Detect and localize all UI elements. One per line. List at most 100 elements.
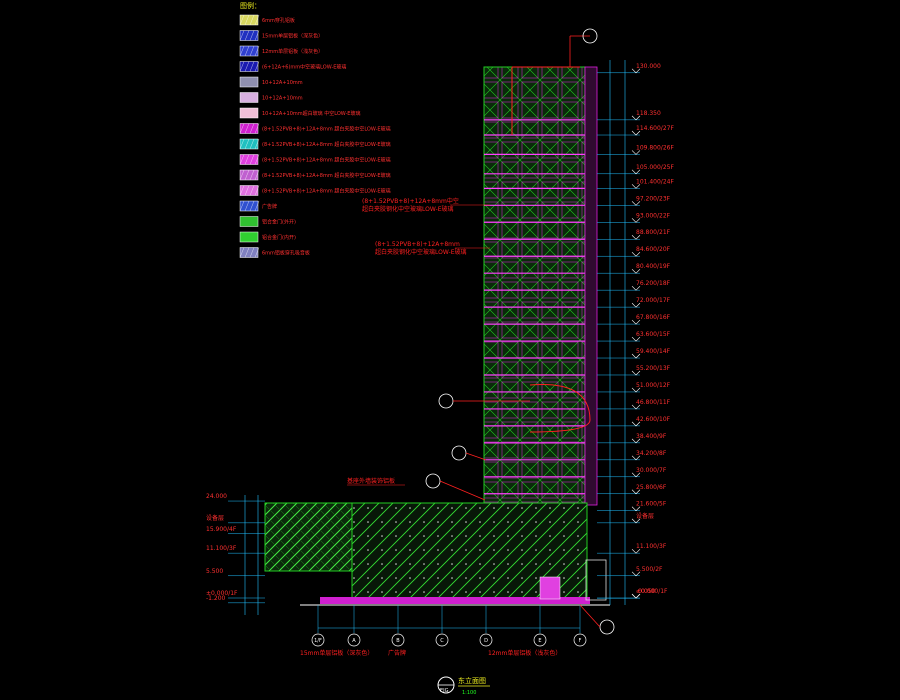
level-label: 130.000 [636,63,661,70]
legend-label: 广告牌 [262,203,277,210]
level-marker: 59.400/14F [597,348,671,359]
grid-axis-bubble [347,633,361,647]
grid-axis-bubble [573,633,587,647]
level-marker: 84.600/20F [597,246,671,257]
legend-swatch [239,61,259,72]
legend-swatch [239,200,259,212]
level-marker: 97.200/23F [597,195,671,206]
legend-swatch [239,123,259,134]
level-marker: 72.000/17F [597,297,671,308]
level-label: 设备层 [206,514,224,522]
level-label: 设备层 [636,512,654,520]
legend-label: 10+12A+10mm超白玻璃 中空LOW-E玻璃 [262,110,360,117]
level-marker: 设备层 [206,514,265,524]
level-marker: 51.000/12F [597,382,671,393]
legend: 图例： 6mm穿孔铝板 15mm单层铝板（深灰色） 12mm单层铝板（浅灰色） (6+… [239,1,391,258]
note-bottom-1: 15mm单层铝板（深灰色） [300,649,373,657]
drawing-scale: 1:100 [462,690,476,696]
note-tower-2: (8+1.52PVB+8)+12A+8mm [375,241,460,248]
legend-swatch [239,76,259,88]
legend-label: (8+1.52PVB+8)+12A+8mm 超白夹胶中空LOW-E玻璃 [262,141,391,148]
level-label: 59.400/14F [636,348,671,355]
grid-axis: C [435,605,449,647]
grid-axis: D [479,605,493,647]
legend-label: (6+12A+6)mm中空玻璃LOW-E玻璃 [262,64,346,71]
legend-label: 15mm单层铝板（深灰色） [262,33,323,40]
level-label: 80.400/19F [636,263,671,270]
level-label: 11.100/3F [206,545,237,552]
level-marker: 105.000/25F [597,164,674,175]
level-label: 84.600/20F [636,246,671,253]
note-tower-2b: 超白夹胶钢化中空玻璃LOW-E玻璃 [375,248,467,256]
level-label: 5.500/2F [636,566,663,573]
podium-base-band [320,597,590,604]
legend-item: 铝合金门(内开) [239,231,296,243]
podium [264,502,610,606]
level-label: 118.350 [636,110,661,117]
level-label: ±0.000/1F [206,590,238,597]
level-label: 63.600/15F [636,331,671,338]
level-marker: ±0.000/1F [597,588,668,599]
grid-axis-bubble [311,633,325,647]
grid-axis-bubble [435,633,449,647]
level-label: 93.000/22F [636,212,671,219]
level-marker: -1.200 [206,595,265,604]
legend-items: 6mm穿孔铝板 15mm单层铝板（深灰色） 12mm单层铝板（浅灰色） (6+12A+… [239,14,391,258]
level-marker: 114.600/27F [597,125,674,136]
level-label: -0.050 [636,588,656,595]
level-label: 114.600/27F [636,125,674,132]
level-label: ±0.000/1F [636,588,668,595]
level-marker: 46.800/11F [597,399,671,410]
legend-title: 图例： [240,1,261,10]
callout-podium [425,473,486,501]
legend-swatch [239,154,259,165]
level-marker: 55.200/13F [597,365,671,376]
grid-axis-label: C [440,638,444,644]
level-label: 109.800/26F [636,144,674,151]
level-marker: 88.800/21F [597,229,671,240]
level-marker: 15.900/4F [206,526,265,535]
legend-item: 6mm铝板穿孔吸音板 [239,247,310,258]
tower-right-strip [584,66,598,506]
level-label: 24.000 [206,493,227,500]
levels-right: 130.000 118.350 114.600/27F 109.800/26F 105.… [597,60,674,605]
legend-label: 铝合金门(外开) [262,219,296,226]
legend-swatch [239,169,259,181]
grid-axis-label: D [484,638,488,644]
legend-label: 12mm单层铝板（浅灰色） [262,48,323,55]
note-tower-1b: 超白夹胶钢化中空玻璃LOW-E玻璃 [362,205,454,213]
legend-label: (8+1.52PVB+8)+12A+8mm 超白夹胶中空LOW-E玻璃 [262,188,391,195]
level-marker: ±0.000/1F [206,590,265,599]
level-marker: 5.500 [206,568,265,577]
level-label: 46.800/11F [636,399,671,406]
grid-axis-bubble [533,633,547,647]
grid-axis: E [533,605,547,647]
level-marker: 25.800/6F [597,484,667,495]
level-label: 105.000/25F [636,164,674,171]
level-marker: 109.800/26F [597,144,674,155]
level-marker: 67.800/16F [597,314,671,325]
grid-axis: B [391,605,405,647]
title-number: EIG [440,688,449,694]
level-label: 34.200/8F [636,450,667,457]
legend-item: 10+12A+10mm超白玻璃 中空LOW-E玻璃 [239,107,360,119]
level-label: 15.900/4F [206,526,237,533]
grid-axis: A [347,605,361,647]
legend-item: 铝合金门(外开) [239,216,296,227]
legend-label: 10+12A+10mm [262,96,303,102]
grid-axis-bubble [479,633,493,647]
callout-top [569,28,598,67]
level-label: 88.800/21F [636,229,671,236]
level-marker: 24.000 [206,493,265,502]
annotations: (8+1.52PVB+8)+12A+8mm中空 超白夹胶钢化中空玻璃LOW-E玻… [300,197,561,657]
grid-axis-label: 1/F [314,638,322,644]
tower-facade [483,66,586,506]
callout-lower [451,445,487,461]
level-label: 25.800/6F [636,484,667,491]
legend-item: 6mm穿孔铝板 [239,14,295,26]
note-podium-top: 基座外墙装饰铝板 [347,477,395,485]
level-marker: 11.100/3F [206,545,265,554]
legend-label: 6mm铝板穿孔吸音板 [262,250,310,257]
level-label: 30.000/7F [636,467,667,474]
